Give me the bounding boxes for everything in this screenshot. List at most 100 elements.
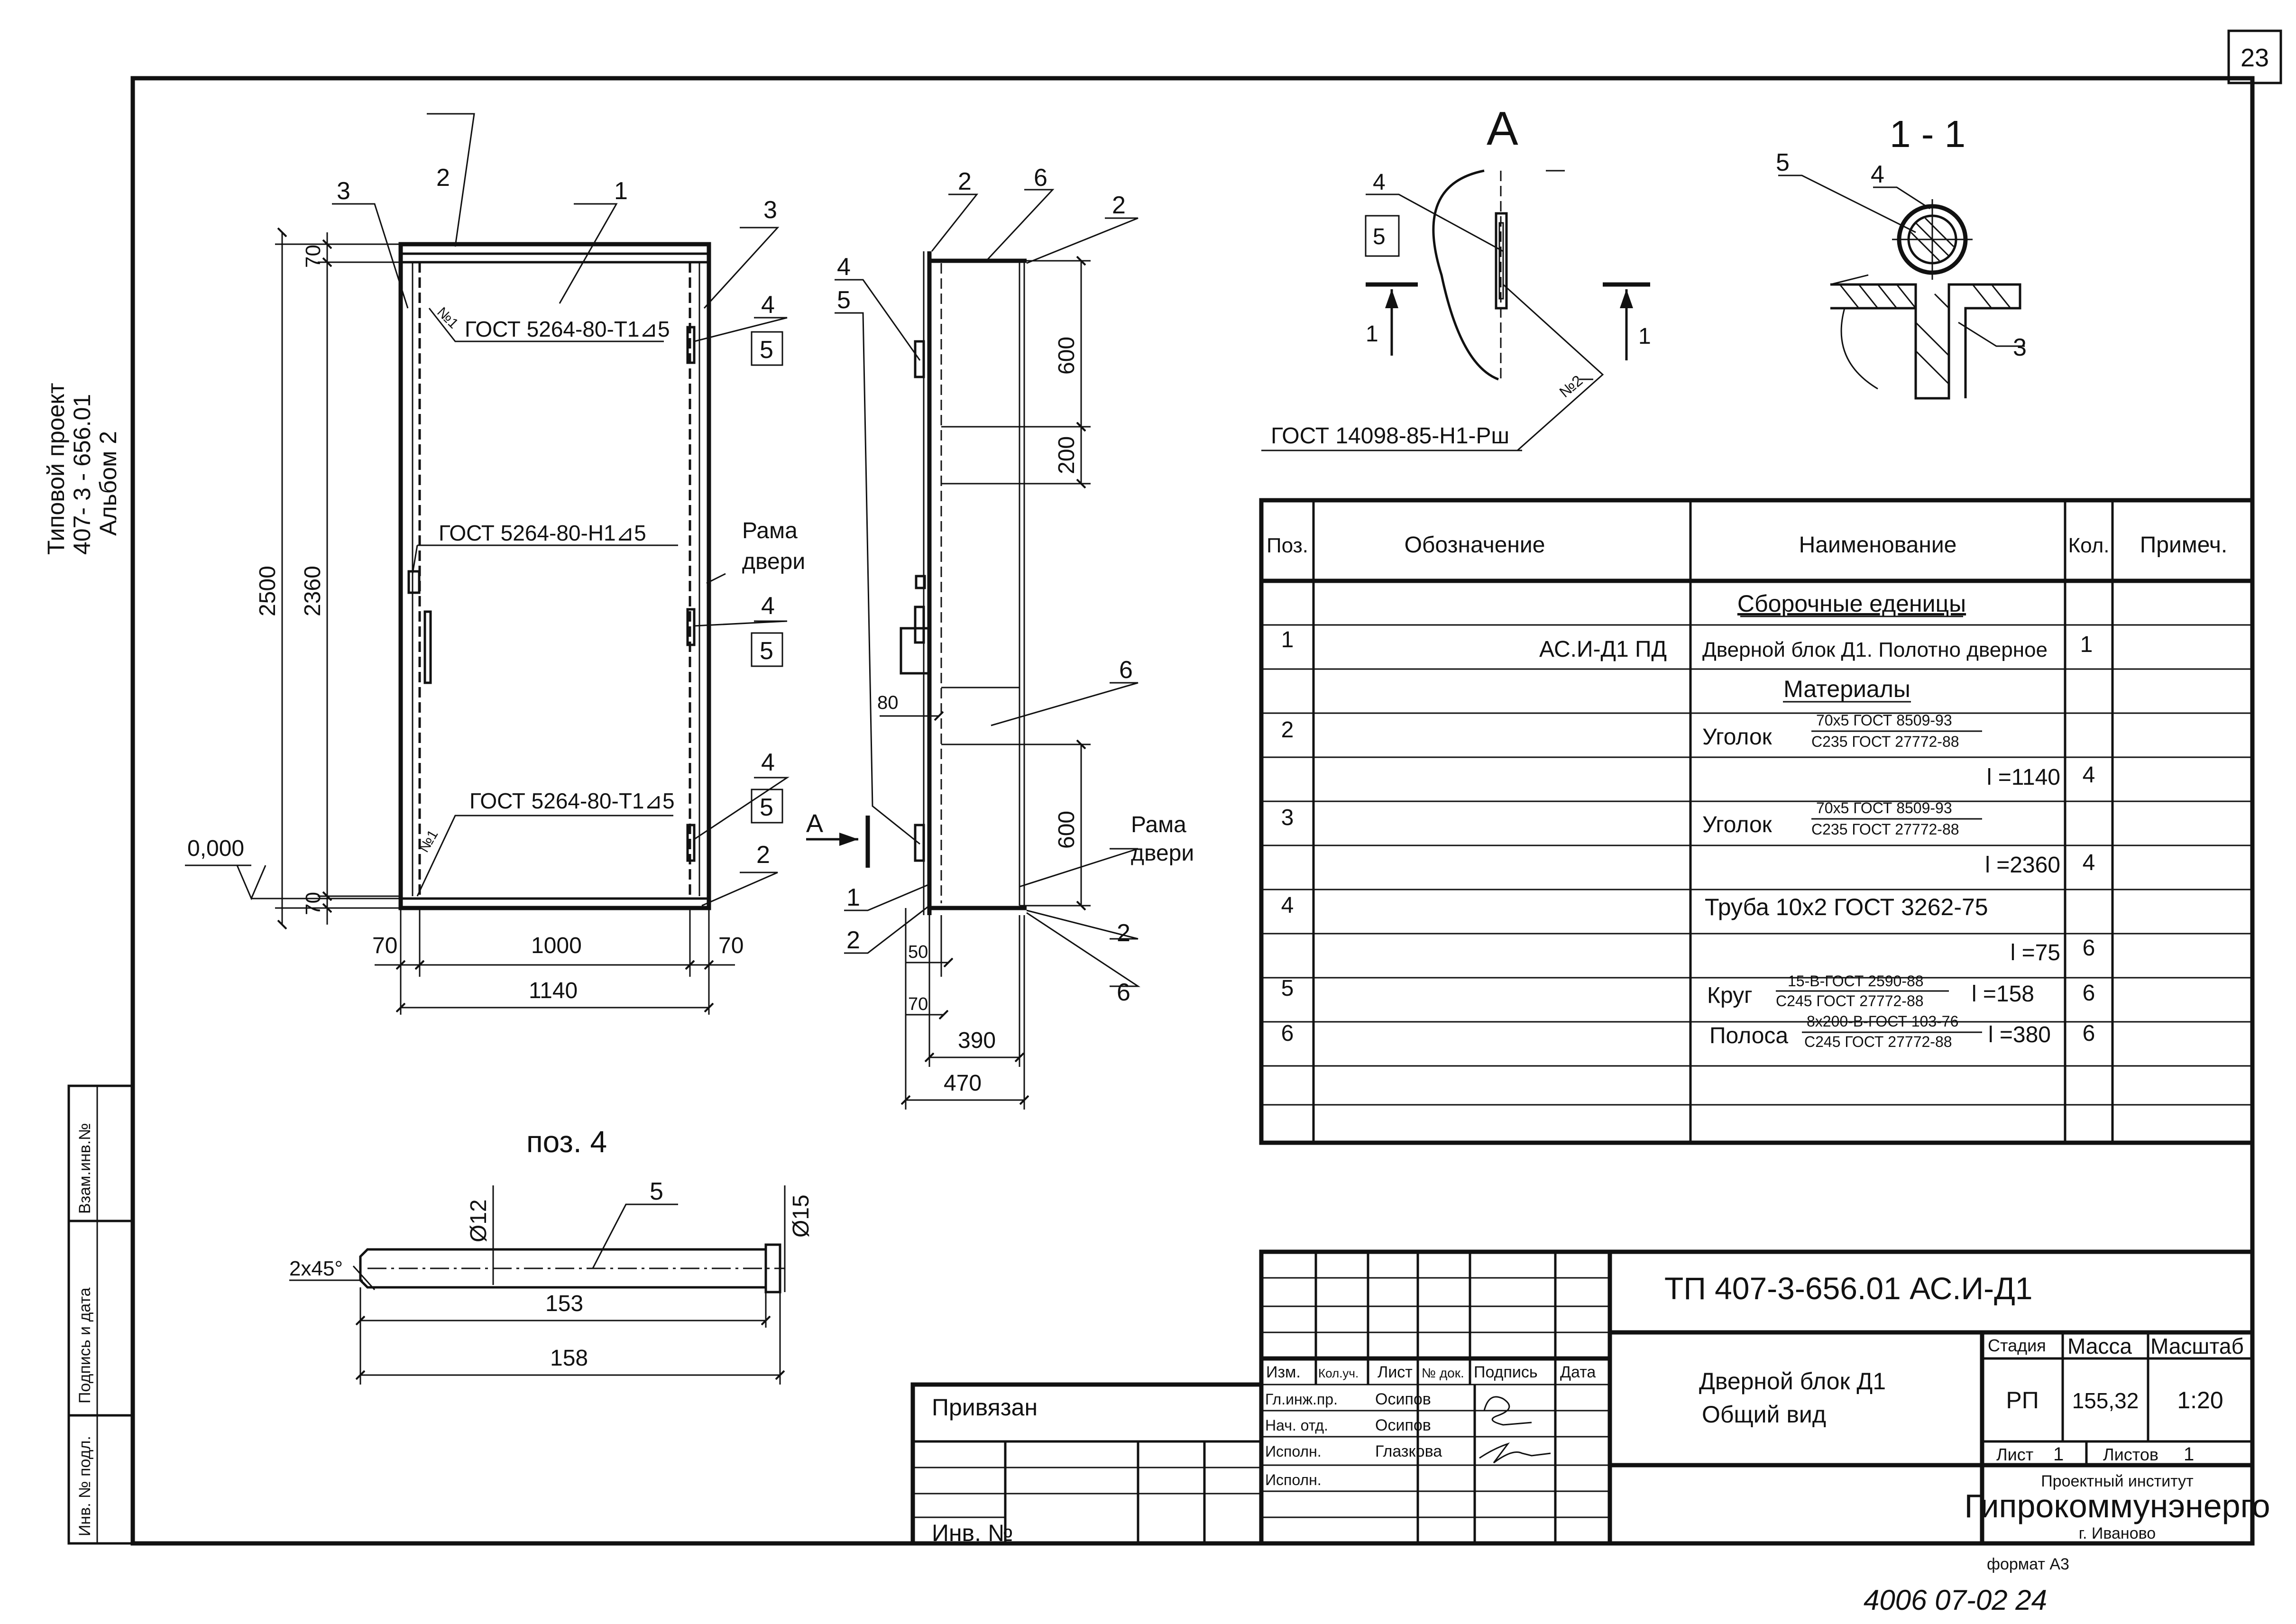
front-level-mark: 0,000 bbox=[187, 836, 244, 861]
side-frame-label-2: двери bbox=[1131, 841, 1194, 866]
signature-1 bbox=[1483, 1396, 1532, 1426]
side-stamp-cell-3: Инв. № подл. bbox=[76, 1436, 94, 1536]
spec-row5-pos: 5 bbox=[1281, 976, 1294, 1001]
front-weld-bot: ГОСТ 5264-80-Т1⊿5 bbox=[469, 789, 675, 813]
section-11-callout-5: 5 bbox=[1776, 149, 1790, 176]
handwritten-note: 4006 07-02 24 bbox=[1864, 1584, 2047, 1616]
spec-header-name: Наименование bbox=[1799, 532, 1957, 558]
side-stamp-line1: Типовой проект bbox=[43, 383, 69, 555]
side-callout-6-top: 6 bbox=[1034, 164, 1047, 192]
spec-row3-frac-top: 70х5 ГОСТ 8509-93 bbox=[1816, 799, 1952, 817]
side-callout-2-top: 2 bbox=[958, 168, 972, 195]
side-callout-6-bot-right: 6 bbox=[1117, 979, 1130, 1006]
side-view: 600 200 600 80 50 70 390 470 bbox=[806, 164, 1194, 1110]
front-frame-label-2: двери bbox=[742, 549, 805, 574]
tb-name-3: Глазкова bbox=[1375, 1442, 1442, 1460]
tb-institute-2: Гипрокоммунэнерго bbox=[1964, 1487, 2270, 1524]
spec-row6-pos: 6 bbox=[1281, 1021, 1294, 1046]
front-view: 2 1 3 3 4 5 4 5 4 5 2 №1 ГОСТ 5264-80-Т1… bbox=[185, 113, 805, 1015]
tb-col-kolu: Кол.уч. bbox=[1318, 1366, 1359, 1380]
tb-col-sign: Подпись bbox=[1474, 1363, 1538, 1381]
side-callout-4: 4 bbox=[837, 253, 851, 281]
spec-row1-qty: 1 bbox=[2080, 632, 2093, 657]
tb-stage-label: Стадия bbox=[1988, 1336, 2046, 1355]
detail-a-cut-left: 1 bbox=[1366, 321, 1378, 347]
spec-row3-qty: 4 bbox=[2083, 850, 2095, 875]
spec-row6-qty: 6 bbox=[2083, 1021, 2095, 1046]
detail-a-callout-4: 4 bbox=[1373, 170, 1386, 195]
spec-row2-pos: 2 bbox=[1281, 717, 1294, 743]
spec-row1-pos: 1 bbox=[1281, 627, 1294, 652]
spec-row6-frac-top: 8х200-В-ГОСТ 103-76 bbox=[1807, 1013, 1958, 1030]
tb-col-list: Лист bbox=[1378, 1363, 1413, 1381]
spec-row5-frac-top: 15-В-ГОСТ 2590-88 bbox=[1788, 973, 1924, 990]
spec-row2-frac-bot: С235 ГОСТ 27772-88 bbox=[1811, 733, 1959, 750]
front-callout-4-bot: 4 bbox=[761, 749, 775, 776]
tb-scale: 1:20 bbox=[2177, 1387, 2223, 1413]
front-weld-mid: ГОСТ 5264-80-Н1⊿5 bbox=[439, 521, 646, 545]
front-callout-3-right: 3 bbox=[763, 196, 777, 224]
section-11-title: 1 - 1 bbox=[1890, 113, 1965, 155]
tb-sheet-label: Лист bbox=[1996, 1445, 2033, 1464]
tb-code: ТП 407-3-656.01 АС.И-Д1 bbox=[1664, 1271, 2032, 1306]
tb-role-2: Нач. отд. bbox=[1265, 1417, 1328, 1434]
front-dim-70-right: 70 bbox=[718, 933, 744, 958]
spec-table: Поз. Обозначение Наименование Кол. Приме… bbox=[1259, 498, 2255, 1145]
tb-institute-1: Проектный институт bbox=[2041, 1472, 2194, 1490]
side-dim-80: 80 bbox=[877, 692, 899, 713]
front-frame-label-1: Рама bbox=[742, 518, 798, 543]
spec-row6-frac-bot: С245 ГОСТ 27772-88 bbox=[1804, 1033, 1952, 1050]
spec-row6-length: l =380 bbox=[1988, 1022, 2051, 1047]
front-dim-2500: 2500 bbox=[255, 566, 280, 616]
spec-row4-pos: 4 bbox=[1281, 893, 1294, 918]
tb-city: г. Иваново bbox=[2079, 1524, 2156, 1542]
tb-col-date: Дата bbox=[1560, 1363, 1596, 1381]
spec-header-designation: Обозначение bbox=[1405, 532, 1545, 558]
detail-a: А 4 5 1 1 №2 ГОСТ 14098-85-Н1-Рш bbox=[1261, 102, 1651, 451]
spec-row3-frac-bot: С235 ГОСТ 27772-88 bbox=[1811, 821, 1959, 838]
side-stamp: Типовой проект 407- 3 - 656.01 Альбом 2 … bbox=[43, 383, 134, 1545]
tb-col-ndok: № док. bbox=[1422, 1366, 1464, 1380]
spec-row5-qty: 6 bbox=[2083, 981, 2095, 1006]
side-stamp-cell-1: Взам.инв.№ bbox=[76, 1123, 94, 1214]
detail-a-cut-right: 1 bbox=[1638, 324, 1651, 349]
pos4-dia-12: Ø12 bbox=[466, 1199, 491, 1242]
spec-row5-length: l =158 bbox=[1972, 982, 2034, 1007]
side-stamp-cell-2: Подпись и дата bbox=[76, 1287, 94, 1404]
tb-sheet-value: 1 bbox=[2053, 1444, 2064, 1465]
detail-a-weld: ГОСТ 14098-85-Н1-Рш bbox=[1271, 423, 1509, 449]
tb-sheets-value: 1 bbox=[2184, 1444, 2194, 1465]
tb-name-2: Осипов bbox=[1375, 1416, 1431, 1434]
pos4-detail: поз. 4 5 Ø12 Ø15 2x45° 153 158 bbox=[289, 1125, 814, 1385]
section-11-callout-4: 4 bbox=[1871, 161, 1884, 188]
side-callout-6-mid: 6 bbox=[1119, 656, 1133, 684]
tb-mass: 155,32 bbox=[2072, 1388, 2139, 1413]
tb-scale-label: Масштаб bbox=[2150, 1334, 2244, 1358]
tb-col-izm: Изм. bbox=[1266, 1363, 1301, 1381]
tb-role-4: Исполн. bbox=[1265, 1471, 1322, 1488]
tb-mass-label: Масса bbox=[2067, 1334, 2132, 1358]
front-dim-2360: 2360 bbox=[300, 566, 325, 616]
tb-title-2: Общий вид bbox=[1702, 1401, 1826, 1428]
side-callout-2-left: 2 bbox=[846, 927, 860, 954]
front-weld-top: ГОСТ 5264-80-Т1⊿5 bbox=[465, 317, 670, 341]
side-dim-70: 70 bbox=[908, 994, 928, 1014]
spec-row4-name: Труба 10х2 ГОСТ 3262-75 bbox=[1705, 894, 1988, 920]
detail-a-title: А bbox=[1487, 102, 1518, 155]
detail-a-callout-5: 5 bbox=[1373, 224, 1386, 249]
front-callout-4-mid: 4 bbox=[761, 592, 775, 620]
spec-header-note: Примеч. bbox=[2140, 532, 2227, 558]
spec-section-assemblies: Сборочные еденицы bbox=[1737, 590, 1966, 617]
spec-row3-name: Уголок bbox=[1702, 812, 1773, 837]
format-label: формат А3 bbox=[1987, 1555, 2069, 1573]
pos4-chamfer: 2x45° bbox=[289, 1257, 343, 1280]
spec-row2-length: l =1140 bbox=[1987, 765, 2060, 790]
title-block: Изм. Кол.уч. Лист № док. Подпись Дата Гл… bbox=[1259, 1249, 2270, 1546]
side-dim-200: 200 bbox=[1054, 436, 1079, 474]
tb-stage: РП bbox=[2006, 1387, 2039, 1413]
front-dim-1000: 1000 bbox=[531, 933, 582, 958]
spec-row3-pos: 3 bbox=[1281, 805, 1294, 830]
pos4-title: поз. 4 bbox=[526, 1125, 607, 1159]
pos4-callout-5: 5 bbox=[650, 1178, 663, 1205]
